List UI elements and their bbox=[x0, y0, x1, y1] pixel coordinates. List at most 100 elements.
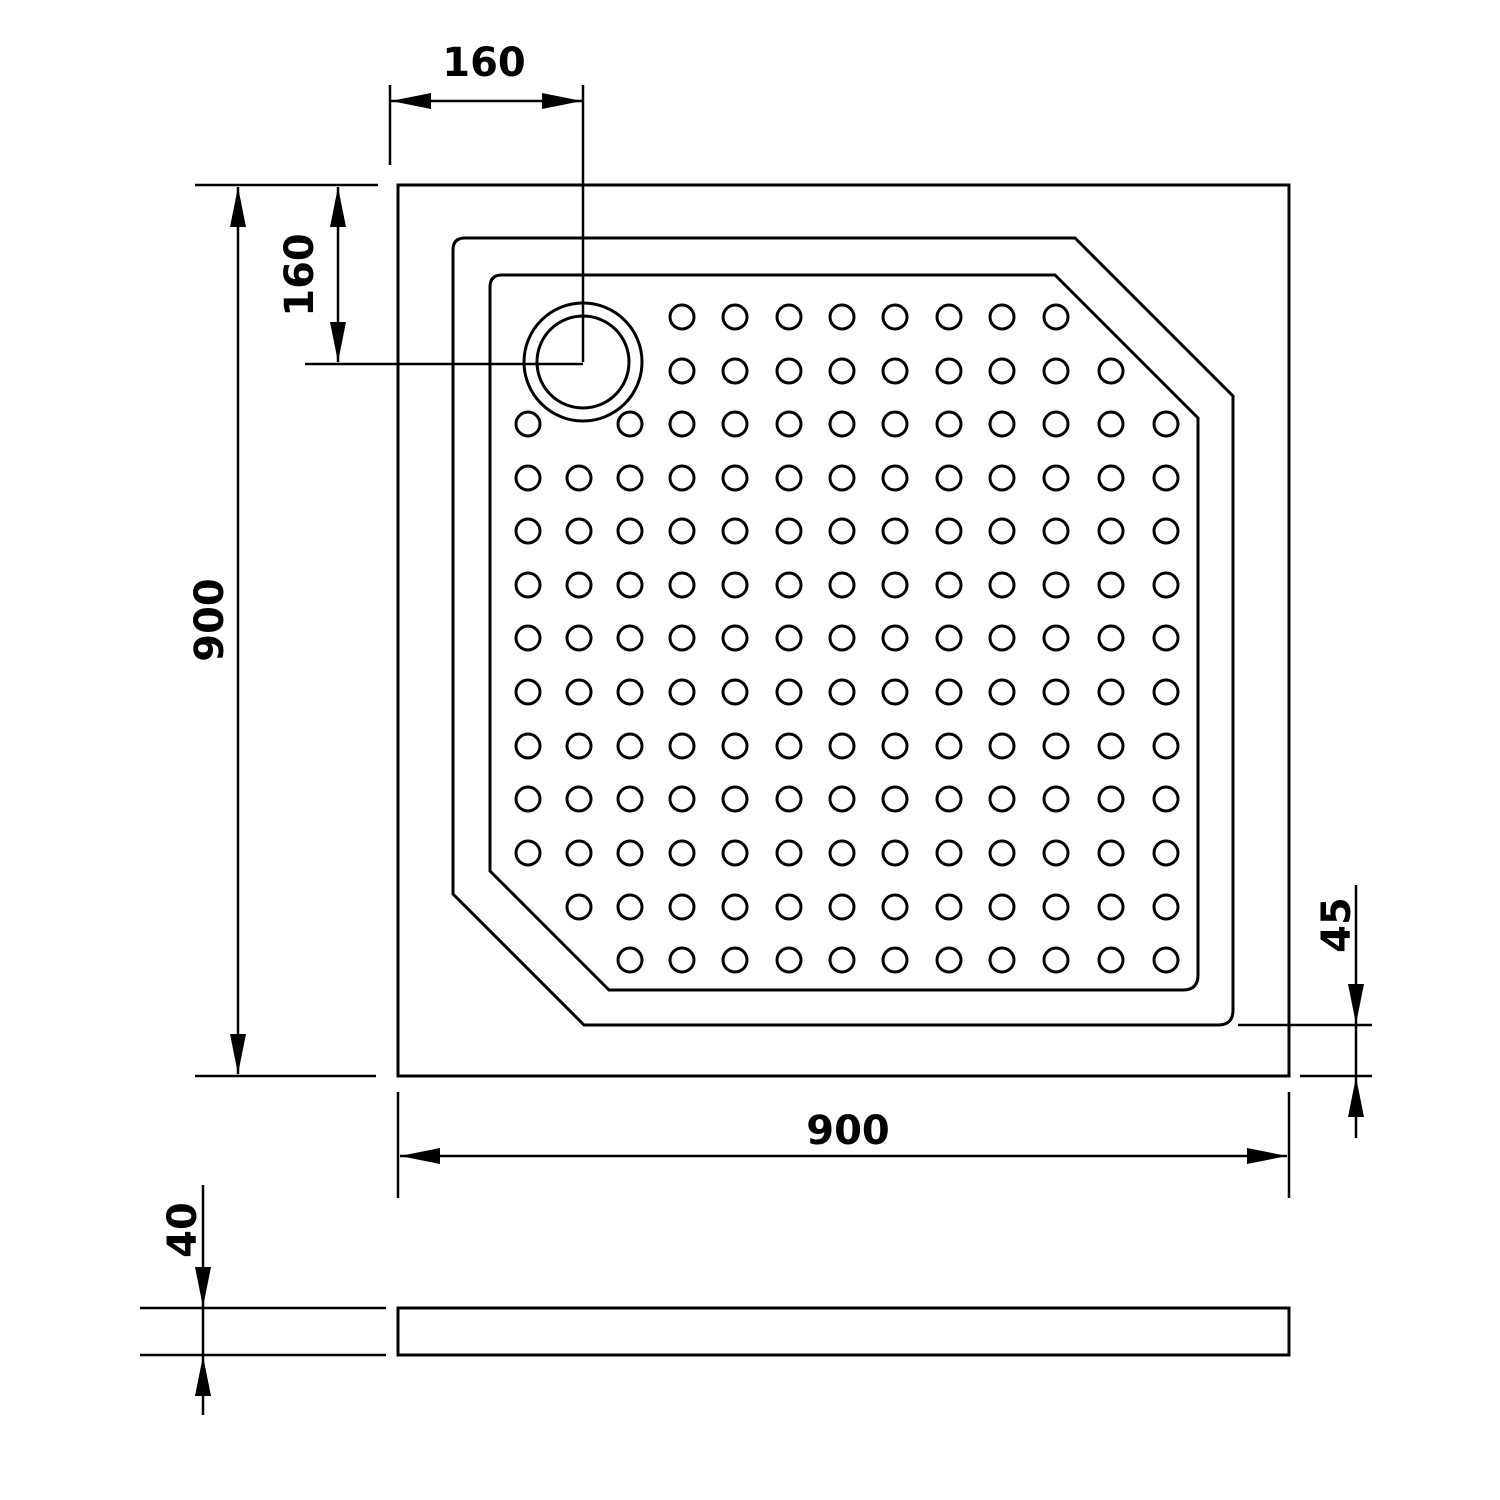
anti-slip-dot bbox=[668, 303, 696, 331]
dimension-label-160-vertical: 160 bbox=[277, 233, 323, 317]
anti-slip-dot bbox=[881, 839, 909, 867]
anti-slip-dot bbox=[988, 571, 1016, 599]
anti-slip-dot bbox=[935, 357, 963, 385]
anti-slip-dot bbox=[616, 839, 644, 867]
anti-slip-dot bbox=[668, 571, 696, 599]
anti-slip-dot bbox=[668, 785, 696, 813]
anti-slip-dot bbox=[828, 357, 856, 385]
anti-slip-dot bbox=[1152, 517, 1180, 545]
anti-slip-dot bbox=[1097, 732, 1125, 760]
anti-slip-dot bbox=[775, 732, 803, 760]
tray-outer-outline bbox=[396, 183, 1291, 1078]
anti-slip-dot bbox=[775, 785, 803, 813]
anti-slip-dot bbox=[775, 839, 803, 867]
anti-slip-dot bbox=[668, 839, 696, 867]
anti-slip-dot bbox=[1097, 571, 1125, 599]
anti-slip-dot bbox=[828, 571, 856, 599]
anti-slip-dot bbox=[775, 357, 803, 385]
anti-slip-dot bbox=[775, 303, 803, 331]
anti-slip-dot bbox=[721, 893, 749, 921]
anti-slip-dot bbox=[668, 357, 696, 385]
anti-slip-dot bbox=[881, 678, 909, 706]
anti-slip-dot bbox=[1097, 893, 1125, 921]
anti-slip-dot bbox=[988, 732, 1016, 760]
anti-slip-dot bbox=[514, 785, 542, 813]
anti-slip-dot bbox=[935, 893, 963, 921]
anti-slip-dot bbox=[988, 410, 1016, 438]
anti-slip-dot bbox=[935, 410, 963, 438]
anti-slip-dot bbox=[988, 946, 1016, 974]
anti-slip-dot bbox=[1152, 410, 1180, 438]
anti-slip-dot bbox=[565, 893, 593, 921]
anti-slip-dot bbox=[565, 464, 593, 492]
anti-slip-dot bbox=[775, 571, 803, 599]
anti-slip-dot bbox=[1152, 732, 1180, 760]
anti-slip-dot bbox=[668, 732, 696, 760]
anti-slip-dot bbox=[514, 732, 542, 760]
anti-slip-dot bbox=[1152, 678, 1180, 706]
anti-slip-dot bbox=[988, 624, 1016, 652]
anti-slip-dot bbox=[1152, 785, 1180, 813]
anti-slip-dot bbox=[514, 678, 542, 706]
anti-slip-dot bbox=[881, 357, 909, 385]
anti-slip-dot bbox=[1097, 464, 1125, 492]
anti-slip-dot bbox=[988, 893, 1016, 921]
anti-slip-dot bbox=[668, 517, 696, 545]
anti-slip-dot bbox=[514, 464, 542, 492]
anti-slip-dot bbox=[721, 678, 749, 706]
anti-slip-dot bbox=[935, 678, 963, 706]
anti-slip-dot bbox=[935, 303, 963, 331]
anti-slip-dot bbox=[1097, 357, 1125, 385]
anti-slip-dot bbox=[721, 571, 749, 599]
anti-slip-dot bbox=[881, 464, 909, 492]
anti-slip-dot bbox=[668, 464, 696, 492]
anti-slip-dot bbox=[935, 785, 963, 813]
anti-slip-dot bbox=[935, 571, 963, 599]
anti-slip-dot bbox=[935, 517, 963, 545]
anti-slip-dot bbox=[935, 464, 963, 492]
anti-slip-dot bbox=[935, 624, 963, 652]
anti-slip-dot bbox=[565, 624, 593, 652]
anti-slip-dot bbox=[828, 839, 856, 867]
anti-slip-dot bbox=[988, 678, 1016, 706]
anti-slip-dot bbox=[935, 946, 963, 974]
anti-slip-dot bbox=[828, 303, 856, 331]
anti-slip-dot bbox=[775, 464, 803, 492]
anti-slip-dot bbox=[565, 678, 593, 706]
anti-slip-dot bbox=[668, 678, 696, 706]
anti-slip-dot bbox=[668, 410, 696, 438]
anti-slip-dot bbox=[1042, 571, 1070, 599]
anti-slip-dot bbox=[1042, 410, 1070, 438]
anti-slip-dot bbox=[1097, 785, 1125, 813]
anti-slip-dot bbox=[881, 893, 909, 921]
anti-slip-dot bbox=[1152, 571, 1180, 599]
anti-slip-dot bbox=[616, 678, 644, 706]
anti-slip-dot bbox=[721, 624, 749, 652]
anti-slip-dot bbox=[935, 839, 963, 867]
anti-slip-dot bbox=[565, 839, 593, 867]
anti-slip-dot bbox=[775, 893, 803, 921]
anti-slip-dot bbox=[1042, 785, 1070, 813]
anti-slip-dot bbox=[1042, 303, 1070, 331]
anti-slip-dot bbox=[935, 732, 963, 760]
anti-slip-dot bbox=[881, 732, 909, 760]
anti-slip-dot bbox=[514, 410, 542, 438]
anti-slip-dot bbox=[668, 893, 696, 921]
anti-slip-dot bbox=[1097, 946, 1125, 974]
anti-slip-dot bbox=[721, 839, 749, 867]
anti-slip-dot bbox=[1042, 464, 1070, 492]
anti-slip-dot bbox=[775, 410, 803, 438]
anti-slip-dot bbox=[775, 517, 803, 545]
anti-slip-dot bbox=[514, 839, 542, 867]
anti-slip-dot bbox=[616, 464, 644, 492]
anti-slip-dot bbox=[1042, 517, 1070, 545]
anti-slip-dot bbox=[988, 303, 1016, 331]
dimension-label-900-vertical: 900 bbox=[187, 578, 233, 662]
anti-slip-dot bbox=[616, 571, 644, 599]
anti-slip-dot bbox=[565, 732, 593, 760]
anti-slip-dot bbox=[1042, 893, 1070, 921]
anti-slip-dot bbox=[988, 839, 1016, 867]
anti-slip-dot bbox=[616, 732, 644, 760]
anti-slip-dot bbox=[1152, 624, 1180, 652]
